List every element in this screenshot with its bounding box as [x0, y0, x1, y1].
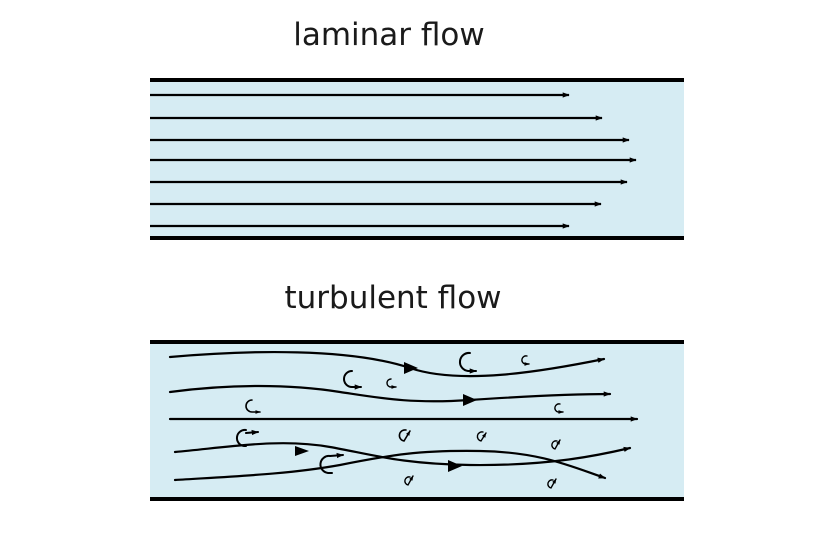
turbulent-streamline	[173, 449, 607, 482]
turbulent-pipe-top-wall	[150, 340, 684, 344]
mid-arrowhead	[295, 446, 309, 456]
eddy-icon	[245, 399, 261, 414]
eddy-icon	[554, 403, 564, 414]
eddy-icon	[476, 431, 487, 442]
turbulent-mid-arrows	[295, 362, 477, 472]
eddy-icon	[547, 478, 557, 489]
mid-arrowhead	[463, 394, 477, 406]
laminar-flow-title: laminar flow	[293, 17, 485, 53]
eddy-icon	[329, 452, 344, 459]
eddy-icon	[319, 454, 333, 474]
eddy-icon	[398, 429, 411, 442]
laminar-pipe-top-wall	[150, 78, 684, 82]
turbulent-flow-title: turbulent flow	[284, 280, 502, 316]
turbulent-streamline	[173, 442, 632, 467]
eddy-icon	[386, 378, 397, 389]
eddy-icon	[404, 475, 414, 486]
eddy-icon	[551, 439, 561, 450]
turbulent-streamlines	[168, 351, 639, 482]
turbulent-streamline	[168, 384, 612, 403]
mid-arrowhead	[404, 362, 418, 374]
laminar-pipe-bottom-wall	[150, 236, 684, 240]
turbulent-pipe-bottom-wall	[150, 497, 684, 501]
eddy-icon	[343, 370, 362, 390]
eddy-icon	[459, 351, 477, 374]
mid-arrowhead	[448, 460, 462, 472]
eddy-icon	[521, 355, 530, 366]
eddy-icon	[245, 429, 259, 436]
eddy-icon	[235, 428, 247, 447]
turbulent-eddies	[235, 351, 564, 489]
laminar-streamlines	[150, 92, 637, 229]
